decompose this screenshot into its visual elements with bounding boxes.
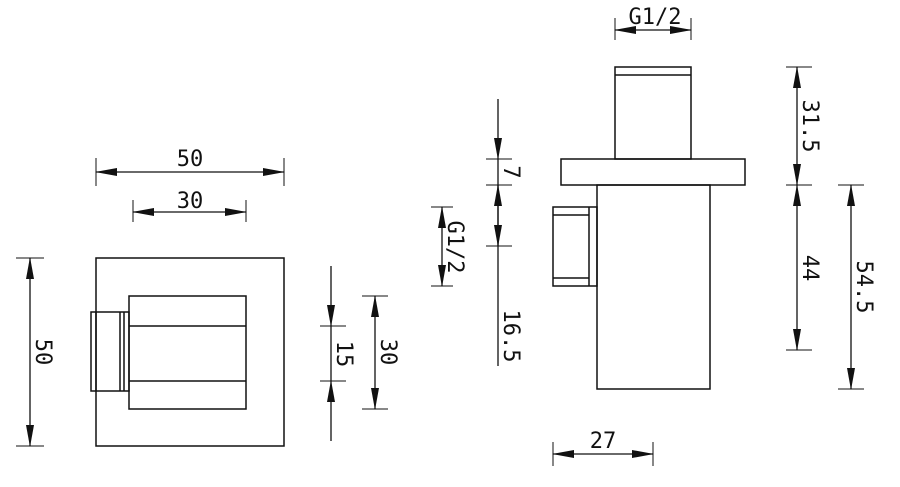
dim-front-height: 50	[16, 257, 55, 447]
side-nut	[552, 206, 598, 287]
label-front-width-outer: 50	[177, 147, 204, 172]
side-body	[596, 184, 711, 390]
label-side-44: 44	[797, 255, 822, 282]
dim-side-right-chain: 31.5 44	[786, 66, 822, 351]
label-front-inner-30: 30	[375, 339, 400, 366]
dim-side-flange-chain: 7 16.5	[486, 99, 523, 366]
dim-front-inner-15: 15	[320, 266, 356, 441]
dim-side-54-5: 54.5	[838, 184, 876, 390]
label-side-flange-7: 7	[498, 165, 523, 178]
label-side-thread-left: G1/2	[442, 221, 467, 274]
dim-side-thread-top: G1/2	[614, 5, 692, 40]
label-side-27: 27	[590, 429, 617, 454]
side-flange	[560, 158, 746, 186]
label-front-height: 50	[30, 339, 55, 366]
dim-front-width-inner: 30	[132, 189, 247, 222]
label-side-16-5: 16.5	[498, 310, 523, 363]
label-front-width-inner: 30	[177, 189, 204, 214]
label-side-31-5: 31.5	[797, 100, 822, 153]
label-side-thread-top: G1/2	[629, 5, 682, 30]
dim-front-width-outer: 50	[95, 147, 285, 186]
front-nut	[90, 311, 130, 392]
label-front-inner-15: 15	[331, 341, 356, 368]
front-view	[90, 257, 285, 447]
front-body	[128, 295, 247, 410]
side-view	[552, 66, 746, 390]
dim-side-27: 27	[552, 429, 654, 466]
dim-front-inner-30: 30	[362, 295, 400, 410]
dim-side-thread-left: G1/2	[431, 206, 467, 287]
label-side-54-5: 54.5	[851, 261, 876, 314]
side-top-thread	[614, 66, 692, 160]
